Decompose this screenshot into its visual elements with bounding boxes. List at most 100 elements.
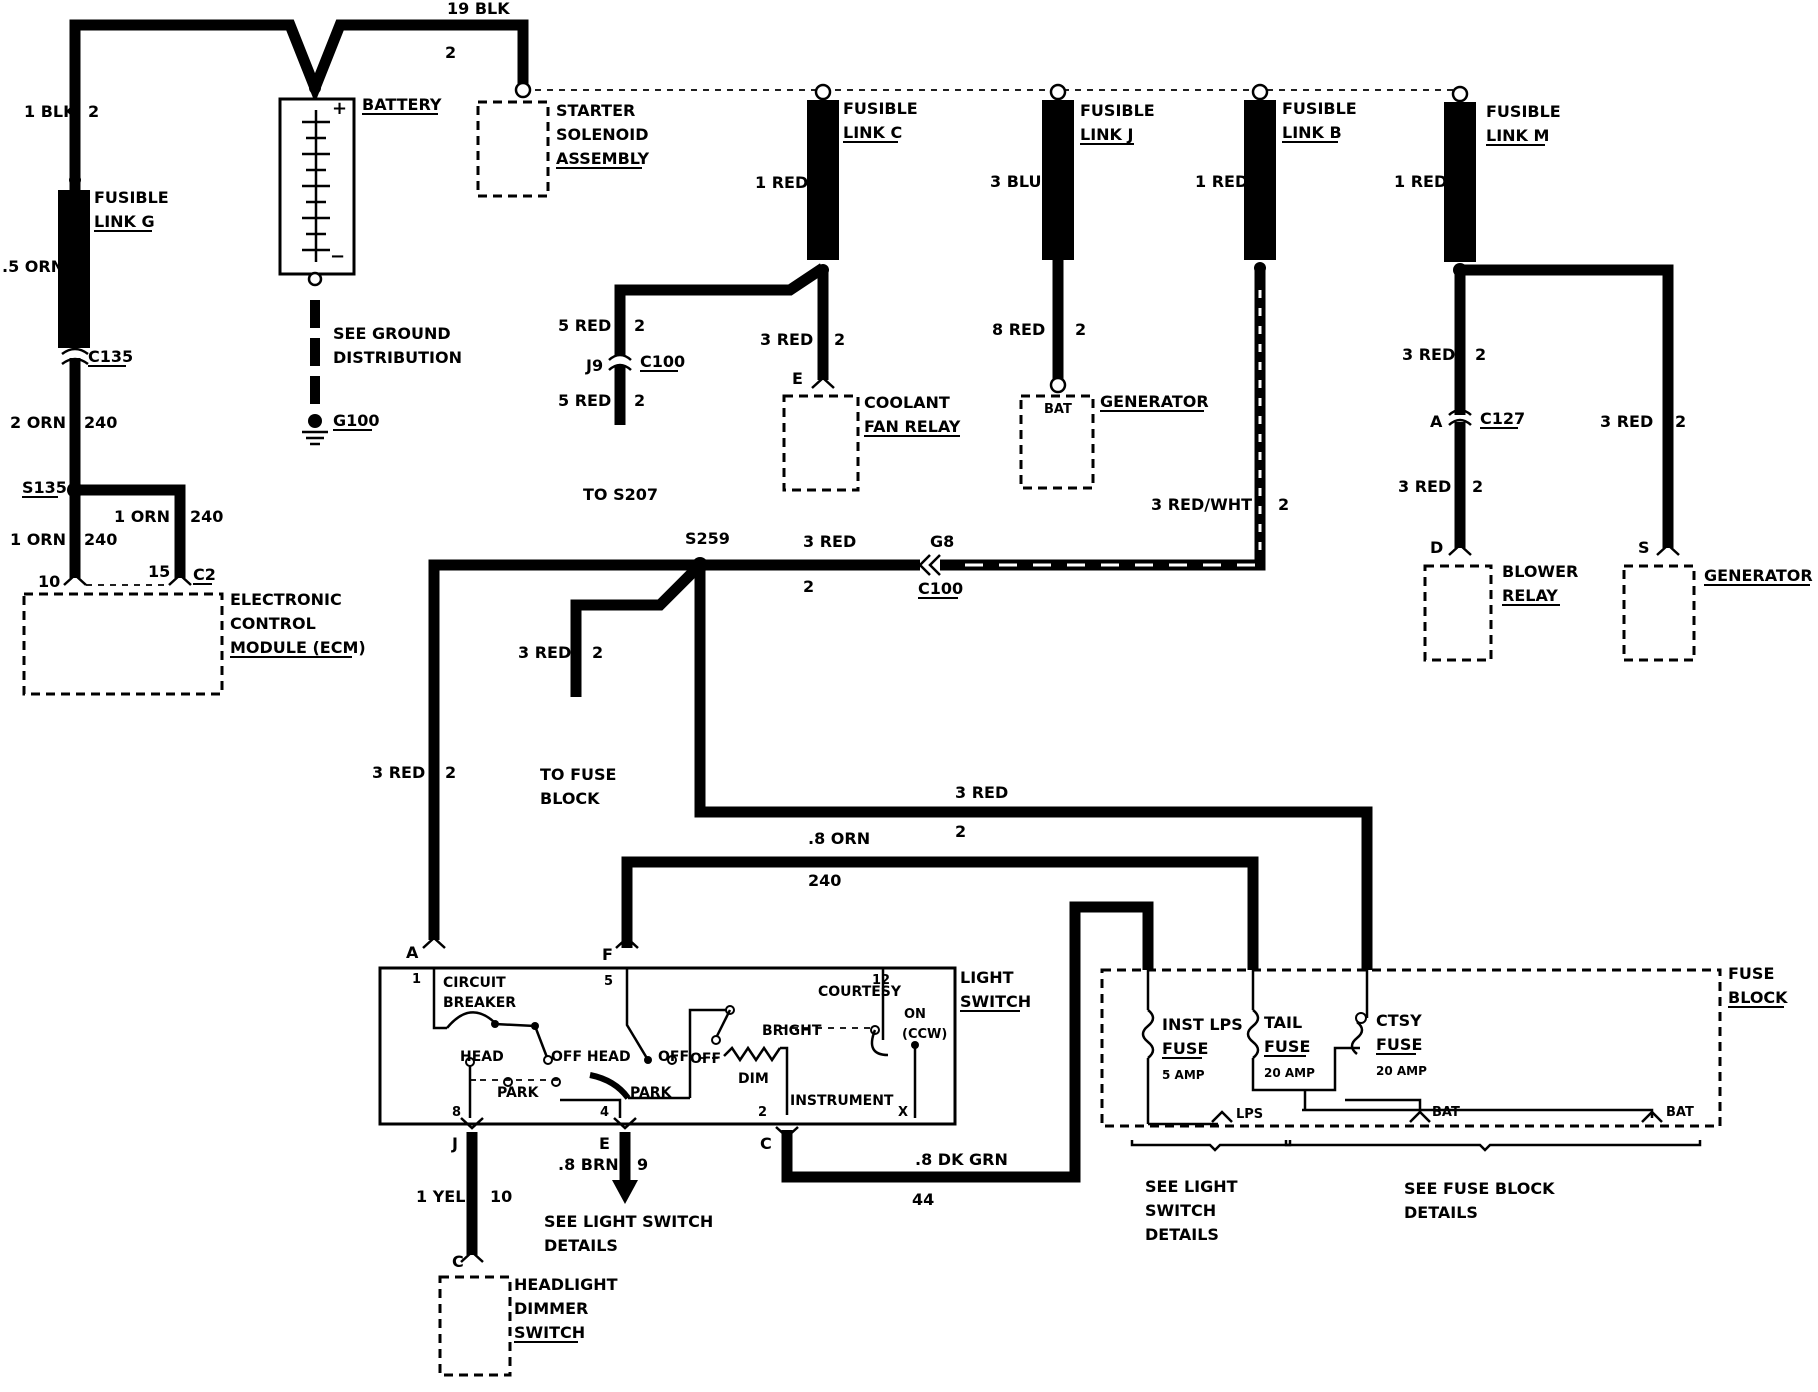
- to-s207-label: TO S207: [583, 485, 658, 504]
- bat-label-2: BAT: [1666, 1105, 1694, 1120]
- pin-c-hd: C: [452, 1252, 464, 1271]
- wire-1-red-b: 1 RED: [1195, 172, 1248, 191]
- fusible-m-label-2: LINK M: [1486, 126, 1549, 145]
- circuit-breaker-2: BREAKER: [443, 995, 516, 1011]
- fusible-g-label-2: LINK G: [94, 212, 155, 231]
- wire-1-blk: 1 BLK: [24, 102, 76, 121]
- wire-3-red-m3: 3 RED: [1600, 412, 1653, 431]
- light-switch-outputs: [438, 1117, 638, 1377]
- ccw-label: (CCW): [902, 1027, 947, 1042]
- fusible-link-m: [1423, 85, 1696, 662]
- connector-c127: C127: [1480, 409, 1525, 428]
- inst-lps-amp: 5 AMP: [1162, 1068, 1205, 1082]
- circuit-2-long: 2: [955, 822, 966, 841]
- circuit-2-m3: 2: [1675, 412, 1686, 431]
- off-head-label: OFF HEAD: [551, 1049, 631, 1065]
- wire-3-blu: 3 BLU: [990, 172, 1042, 191]
- pin-15: 15: [148, 562, 170, 581]
- see-light-sw-2: SWITCH: [1145, 1201, 1216, 1220]
- fusible-link-g: [58, 174, 90, 490]
- bat-label-1: BAT: [1432, 1105, 1460, 1120]
- fusible-c-label-2: LINK C: [843, 123, 902, 142]
- connector-c135: C135: [88, 347, 133, 366]
- wire-8-orn: .8 ORN: [808, 829, 870, 848]
- tail-amp: 20 AMP: [1264, 1066, 1315, 1080]
- top-battery-wires: [69, 19, 1460, 180]
- wire-3-red-s: 3 RED: [803, 532, 856, 551]
- connector-j9: J9: [585, 356, 603, 375]
- circuit-2-m1: 2: [1475, 345, 1486, 364]
- wire-5-red-a: 5 RED: [558, 316, 611, 335]
- ecm-label-3: MODULE (ECM): [230, 638, 366, 657]
- ecm-label-1: ELECTRONIC: [230, 590, 342, 609]
- component-labels: BATTERY + − STARTER SOLENOID ASSEMBLY FU…: [22, 95, 1813, 1343]
- fusible-b-label-1: FUSIBLE: [1282, 99, 1357, 118]
- see-ls-details-1: SEE LIGHT SWITCH: [544, 1212, 713, 1231]
- splice-s135: S135: [22, 478, 67, 497]
- splice-s259: S259: [685, 529, 730, 548]
- circuit-2-a: 2: [445, 763, 456, 782]
- blower-label-1: BLOWER: [1502, 562, 1578, 581]
- fuse-labels: INST LPS FUSE 5 AMP TAIL FUSE 20 AMP CTS…: [1162, 1011, 1694, 1122]
- see-fuse-block-2: DETAILS: [1404, 1203, 1478, 1222]
- wire-3-red-cf: 3 RED: [760, 330, 813, 349]
- headlight-label-2: DIMMER: [514, 1299, 588, 1318]
- arrow-down-icon: [612, 1180, 638, 1204]
- tail-label-1: TAIL: [1264, 1013, 1302, 1032]
- circuit-2-j9b: 2: [634, 391, 645, 410]
- tail-label-2: FUSE: [1264, 1037, 1310, 1056]
- wire-1-orn-a: 1 ORN: [114, 507, 170, 526]
- pin-c-ls: C: [760, 1134, 772, 1153]
- starter-solenoid-box: [476, 100, 550, 198]
- park-label-b: PARK: [630, 1085, 673, 1101]
- starter-label-1: STARTER: [556, 101, 635, 120]
- pin-f-ls: F: [602, 945, 613, 964]
- circuit-breaker-1: CIRCUIT: [443, 975, 506, 991]
- circuit-9: 9: [637, 1155, 648, 1174]
- wire-3-red-m1: 3 RED: [1402, 345, 1455, 364]
- wire-1-yel: 1 YEL: [416, 1187, 465, 1206]
- connector-g8: G8: [930, 532, 954, 551]
- pin-e-cf: E: [792, 369, 803, 388]
- light-switch-label-1: LIGHT: [960, 968, 1014, 987]
- park-label-a: PARK: [497, 1085, 540, 1101]
- battery-plus-icon: +: [332, 98, 347, 119]
- light-switch: [378, 966, 957, 1126]
- wire-2-orn: 2 ORN: [10, 413, 66, 432]
- pin-5: 5: [604, 974, 613, 989]
- fusible-link-b: [918, 83, 1276, 576]
- wire-8-red: 8 RED: [992, 320, 1045, 339]
- fusible-m-label-1: FUSIBLE: [1486, 102, 1561, 121]
- generator-label-b: GENERATOR: [1704, 566, 1813, 585]
- pin-a-ls: A: [406, 943, 419, 962]
- pin-2: 2: [758, 1105, 767, 1120]
- starter-terminal-icon: [514, 81, 532, 99]
- circuit-2-s: 2: [803, 577, 814, 596]
- circuit-2-blk1: 2: [88, 102, 99, 121]
- fuse-block-label-2: BLOCK: [1728, 988, 1788, 1007]
- wire-1-red-m: 1 RED: [1394, 172, 1447, 191]
- lps-label: LPS: [1236, 1107, 1263, 1122]
- battery: [278, 97, 356, 446]
- circuit-240-d: 240: [808, 871, 841, 890]
- pin-s: S: [1638, 538, 1650, 557]
- circuit-240-b: 240: [190, 507, 223, 526]
- circuit-2-gen: 2: [1075, 320, 1086, 339]
- pin-8: 8: [452, 1105, 461, 1120]
- circuit-2-fb: 2: [592, 643, 603, 662]
- instrument-label: INSTRUMENT: [790, 1093, 894, 1109]
- fusible-j-label-1: FUSIBLE: [1080, 101, 1155, 120]
- fusible-c-label-1: FUSIBLE: [843, 99, 918, 118]
- pin-d: D: [1430, 538, 1443, 557]
- wire-3-red-wht: 3 RED/WHT: [1151, 495, 1252, 514]
- s259-splice: [422, 557, 1373, 1183]
- bright-label: BRIGHT: [762, 1023, 822, 1039]
- see-light-sw-3: DETAILS: [1145, 1225, 1219, 1244]
- circuit-2-cf: 2: [834, 330, 845, 349]
- pin-1: 1: [412, 972, 421, 987]
- on-label: ON: [904, 1007, 926, 1022]
- fusible-g-label-1: FUSIBLE: [94, 188, 169, 207]
- wire-8-dk-grn: .8 DK GRN: [915, 1150, 1008, 1169]
- blower-label-2: RELAY: [1502, 586, 1558, 605]
